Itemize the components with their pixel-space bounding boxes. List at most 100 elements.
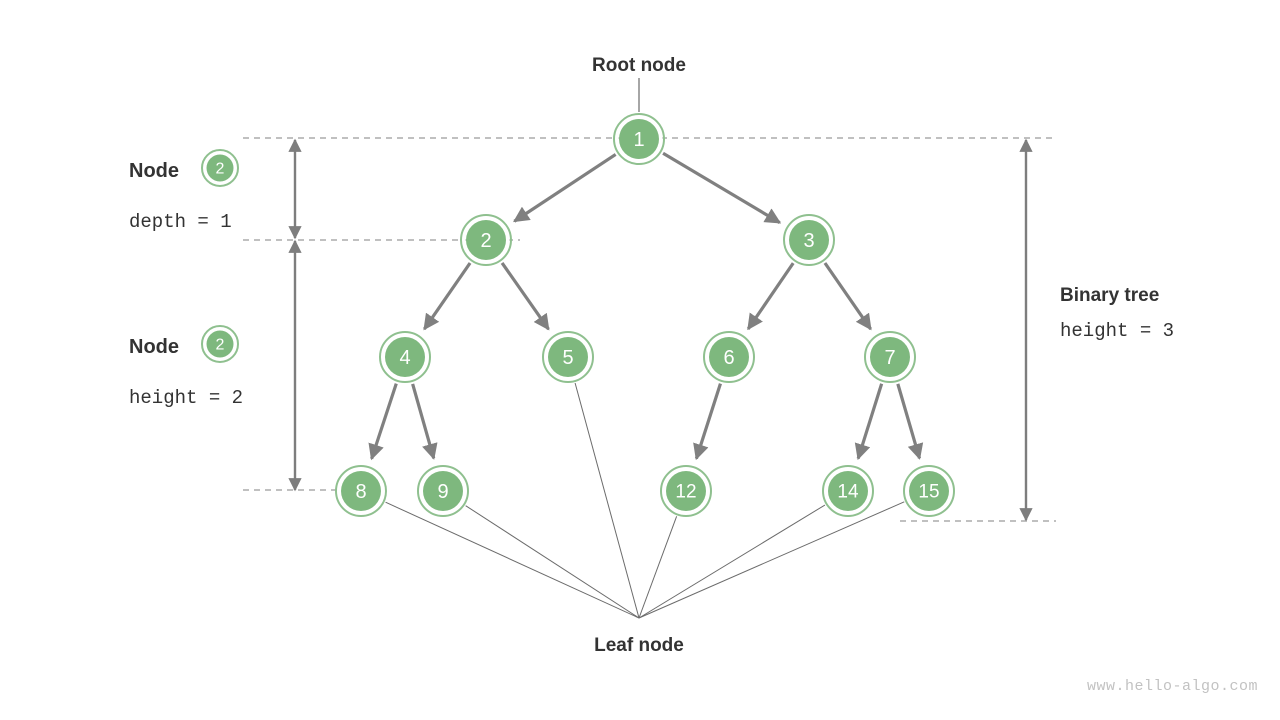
leaf-pointer-line-n5 (574, 382, 640, 619)
tree-node-1: 1 (613, 113, 665, 165)
tree-node-8: 8 (335, 465, 387, 517)
edge-n6-to-n12 (693, 383, 722, 461)
node-circle-7 (870, 337, 910, 377)
edge-n2-to-n5 (500, 262, 550, 331)
node-gap-ring-9 (419, 467, 467, 515)
node-gap-ring-1 (615, 115, 663, 163)
node-circle-5 (548, 337, 588, 377)
leaf-pointer-line-n15 (638, 501, 905, 619)
node-gap-ring-14 (824, 467, 872, 515)
node-circle-15 (909, 471, 949, 511)
measurement-arrows-group (288, 138, 1033, 522)
node-circle-14 (828, 471, 868, 511)
node-gap-ring-4 (381, 333, 429, 381)
edge-n1-to-n3 (662, 151, 782, 225)
node-circle-1 (619, 119, 659, 159)
node-value-8: 8 (355, 481, 366, 503)
annotation-title-node-height: Node (129, 336, 179, 358)
node-circle-2 (466, 220, 506, 260)
tree-node-5: 5 (542, 331, 594, 383)
node-gap-ring-5 (544, 333, 592, 381)
node-circle-12 (666, 471, 706, 511)
annotation-badge-value-node-height: 2 (216, 337, 225, 354)
node-value-12: 12 (675, 482, 696, 503)
edge-n1-to-n2 (513, 153, 617, 223)
edge-n7-to-n14 (854, 383, 884, 461)
node-circle-4 (385, 337, 425, 377)
tree-node-15: 15 (903, 465, 955, 517)
node-value-14: 14 (837, 482, 859, 503)
node-outer-ring-6 (703, 331, 755, 383)
node-value-7: 7 (884, 347, 895, 369)
tree-node-12: 12 (660, 465, 712, 517)
binary-tree-callout-title: Binary tree (1060, 285, 1159, 306)
node-circle-6 (709, 337, 749, 377)
annotation-badge-ring-node-depth (201, 149, 239, 187)
annotation-badge-value-node-depth: 2 (216, 161, 225, 178)
node-value-6: 6 (723, 347, 734, 369)
node-gap-ring-7 (866, 333, 914, 381)
edge-n3-to-n6 (746, 262, 795, 331)
node-gap-ring-6 (705, 333, 753, 381)
annotation-badge-gap-node-depth (203, 151, 237, 185)
watermark-text: www.hello-algo.com (1087, 678, 1258, 695)
node-outer-ring-14 (822, 465, 874, 517)
annotation-badge-circle-node-depth (206, 154, 234, 182)
node-outer-ring-3 (783, 214, 835, 266)
guide-lines-group (243, 137, 1056, 522)
node-gap-ring-3 (785, 216, 833, 264)
node-outer-ring-4 (379, 331, 431, 383)
node-circle-9 (423, 471, 463, 511)
tree-node-3: 3 (783, 214, 835, 266)
edge-n7-to-n15 (896, 383, 924, 460)
tree-node-7: 7 (864, 331, 916, 383)
tree-node-6: 6 (703, 331, 755, 383)
node-value-1: 1 (633, 129, 644, 151)
leaf-pointer-line-n12 (638, 516, 678, 619)
root-node-label: Root node (592, 55, 686, 76)
node-gap-ring-12 (662, 467, 710, 515)
node-value-9: 9 (437, 481, 448, 503)
node-value-3: 3 (803, 230, 814, 252)
node-gap-ring-15 (905, 467, 953, 515)
annotation-node-height: Node 2 height = 2 (129, 325, 243, 409)
leaf-node-label: Leaf node (594, 635, 684, 656)
edge-n4-to-n9 (411, 383, 438, 460)
tree-node-14: 14 (822, 465, 874, 517)
node-gap-ring-8 (337, 467, 385, 515)
annotation-badge-gap-node-height (203, 327, 237, 361)
annotations-group: Node 2 depth = 1 Node 2 height = 2 (129, 149, 243, 409)
annotation-detail-node-height: height = 2 (129, 387, 243, 409)
annotation-badge-circle-node-height (206, 330, 234, 358)
annotation-badge-ring-node-height (201, 325, 239, 363)
node-value-2: 2 (480, 230, 491, 252)
edge-n4-to-n8 (368, 383, 398, 461)
annotation-detail-node-depth: depth = 1 (129, 211, 232, 233)
node-value-15: 15 (918, 482, 939, 503)
leaf-pointer-line-n8 (385, 501, 640, 619)
tree-edges-group (368, 151, 924, 461)
annotation-title-node-depth: Node (129, 160, 179, 182)
node-outer-ring-9 (417, 465, 469, 517)
node-gap-ring-2 (462, 216, 510, 264)
binary-tree-callout-detail: height = 3 (1060, 320, 1174, 342)
tree-node-4: 4 (379, 331, 431, 383)
node-outer-ring-12 (660, 465, 712, 517)
node-value-5: 5 (562, 347, 573, 369)
annotation-node-depth: Node 2 depth = 1 (129, 149, 239, 233)
node-value-4: 4 (399, 347, 410, 369)
edge-n2-to-n4 (423, 262, 472, 331)
node-circle-3 (789, 220, 829, 260)
node-circle-8 (341, 471, 381, 511)
node-outer-ring-15 (903, 465, 955, 517)
leaf-pointer-lines-group (385, 382, 905, 619)
node-outer-ring-5 (542, 331, 594, 383)
node-outer-ring-8 (335, 465, 387, 517)
node-outer-ring-2 (460, 214, 512, 266)
node-outer-ring-7 (864, 331, 916, 383)
leaf-pointer-line-n14 (638, 504, 826, 619)
edge-n3-to-n7 (823, 262, 872, 331)
